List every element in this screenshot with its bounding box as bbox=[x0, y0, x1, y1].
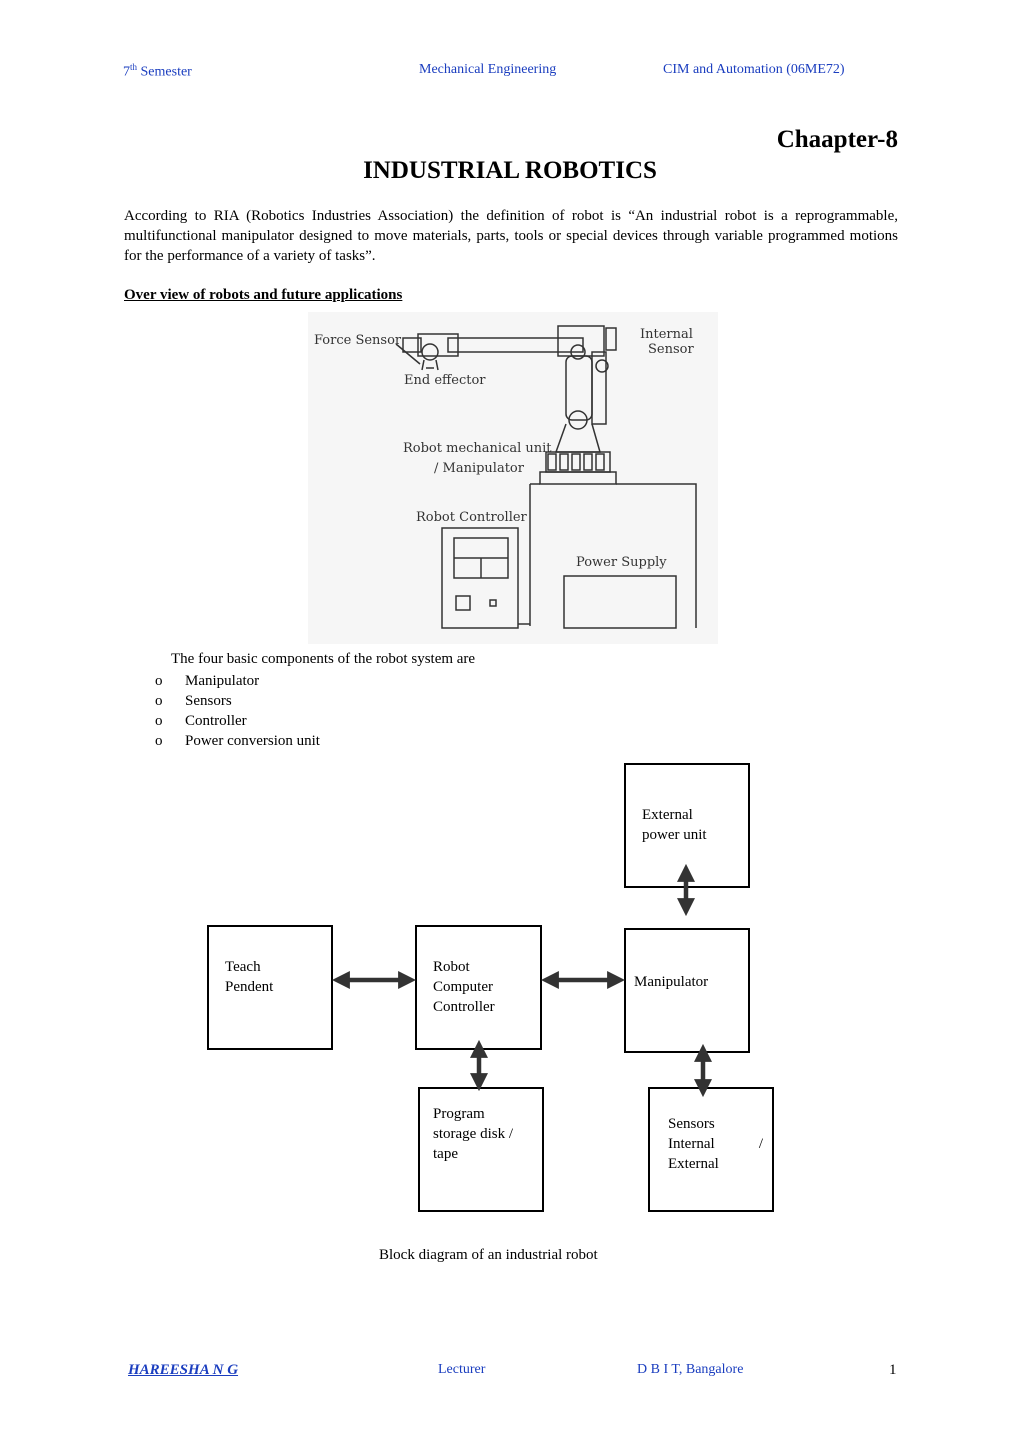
robot-computer-controller-block: Robot Computer Controller bbox=[415, 925, 542, 1050]
robot-wrist bbox=[417, 333, 459, 357]
robot-system-illustration: Force Sensor End effector Internal Senso… bbox=[308, 312, 718, 644]
components-lead: The four basic components of the robot s… bbox=[171, 651, 476, 667]
power-supply-box bbox=[563, 575, 677, 629]
section-subheading: Over view of robots and future applicati… bbox=[124, 287, 403, 303]
page-title: INDUSTRIAL ROBOTICS bbox=[363, 157, 657, 184]
page-number: 1 bbox=[889, 1362, 897, 1378]
label-force-sensor: Force Sensor bbox=[314, 333, 402, 348]
header-course: CIM and Automation (06ME72) bbox=[663, 62, 845, 77]
intro-paragraph: According to RIA (Robotics Industries As… bbox=[124, 208, 898, 264]
footer-institute: D B I T, Bangalore bbox=[637, 1362, 744, 1377]
label-sensor: Sensor bbox=[648, 342, 694, 357]
footer-role: Lecturer bbox=[438, 1362, 486, 1377]
figure-caption: Block diagram of an industrial robot bbox=[379, 1247, 598, 1263]
label-power-supply: Power Supply bbox=[576, 555, 667, 570]
footer-author: HAREESHA N G bbox=[128, 1362, 239, 1378]
external-power-unit-block: External power unit bbox=[624, 763, 750, 888]
robot-upper-arm bbox=[447, 337, 584, 353]
teach-pendent-block: Teach Pendent bbox=[207, 925, 333, 1050]
label-end-effector: End effector bbox=[404, 373, 486, 388]
sensors-block: Sensors Internal/ External bbox=[648, 1087, 774, 1212]
gripper-icon bbox=[421, 359, 439, 371]
label-robot-controller: Robot Controller bbox=[416, 510, 528, 525]
header-semester: 7th Semester bbox=[123, 62, 192, 80]
label-mech-unit: Robot mechanical unit bbox=[403, 441, 552, 456]
label-internal: Internal bbox=[640, 327, 693, 342]
robot-base bbox=[539, 471, 617, 485]
robot-controller-cabinet bbox=[441, 527, 519, 629]
force-sensor-icon bbox=[421, 343, 439, 361]
header-department: Mechanical Engineering bbox=[419, 62, 557, 77]
manipulator-block: Manipulator bbox=[624, 928, 750, 1053]
program-storage-block: Program storage disk / tape bbox=[418, 1087, 544, 1212]
label-manipulator: / Manipulator bbox=[434, 461, 525, 476]
chapter-heading: Chaapter-8 bbox=[776, 126, 898, 153]
